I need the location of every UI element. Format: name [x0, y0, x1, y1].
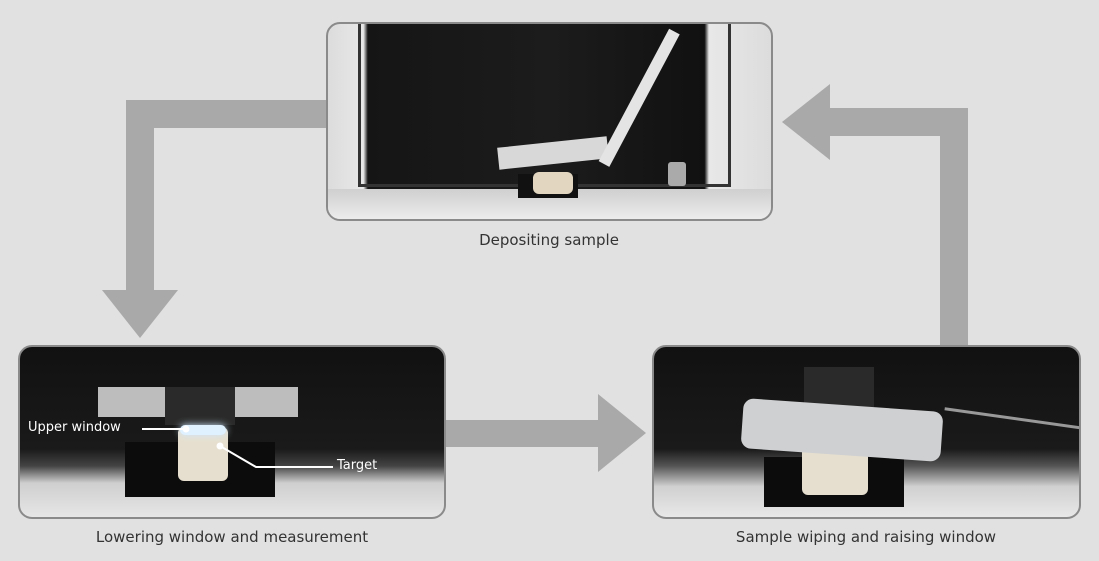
- flow-arrowhead-right: [598, 394, 646, 472]
- caption-depositing-sample: Depositing sample: [479, 231, 619, 249]
- annotation-lines: [142, 425, 333, 468]
- flow-arrowhead-left: [782, 84, 830, 160]
- photo-depositing-sample: [326, 22, 773, 221]
- photo-sample-wiping: [652, 345, 1081, 519]
- upper-window-marker: [182, 425, 190, 433]
- caption-sample-wiping: Sample wiping and raising window: [735, 528, 997, 546]
- flow-arrow-right-vertical: [940, 108, 968, 348]
- label-upper-window: Upper window: [28, 420, 121, 435]
- photo-lowering-window: Upper window Target: [18, 345, 446, 519]
- label-target: Target: [337, 458, 378, 473]
- target-marker: [216, 442, 224, 450]
- caption-lowering-window: Lowering window and measurement: [95, 528, 369, 546]
- flow-arrow-left-horizontal: [126, 100, 328, 128]
- flow-arrow-middle: [445, 420, 600, 447]
- flow-arrow-right-horizontal: [828, 108, 968, 136]
- flow-arrowhead-down: [102, 290, 178, 338]
- flow-arrow-left-vertical: [126, 100, 154, 292]
